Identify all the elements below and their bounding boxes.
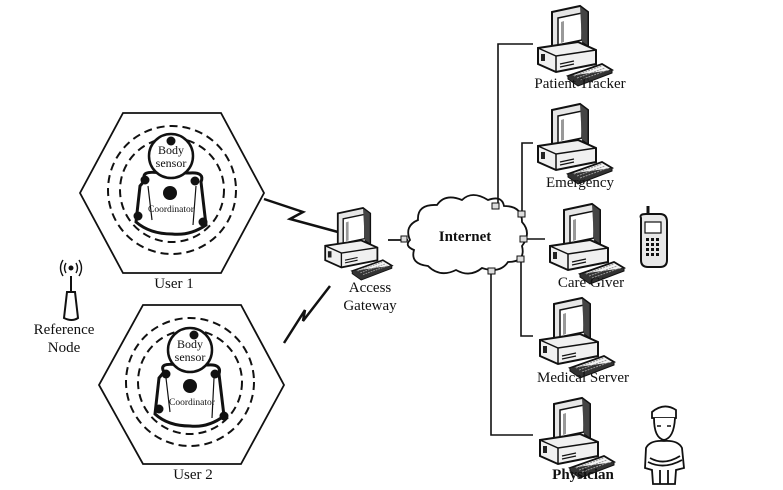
wireless-link-user-2 xyxy=(282,285,331,344)
internet-cloud-icon xyxy=(406,194,528,275)
reference-node-label-2: Node xyxy=(47,340,81,356)
gateway-computer-icon xyxy=(324,207,393,281)
user-1-zone xyxy=(78,112,266,274)
coordinator-dot xyxy=(163,186,177,200)
link-emergency xyxy=(521,142,533,211)
user-2-range-inner xyxy=(137,329,243,435)
coordinator-dot xyxy=(183,379,197,393)
link-patient-tracker xyxy=(497,43,533,203)
physician-label: Physician xyxy=(552,467,614,483)
port-icon xyxy=(400,235,408,243)
sensor-dot xyxy=(198,217,208,227)
user-1-head xyxy=(147,132,195,180)
link-physician xyxy=(490,274,533,436)
wireless-link-user-1 xyxy=(263,197,339,234)
port-icon xyxy=(487,267,496,275)
user-2-zone xyxy=(97,304,286,465)
nurse-icon xyxy=(644,405,685,485)
sensor-dot xyxy=(161,369,171,379)
port-icon xyxy=(517,210,526,218)
port-icon xyxy=(516,255,525,263)
sensor-dot xyxy=(189,330,199,340)
patient-tracker-label: Patient Tracker xyxy=(534,76,626,92)
physician-computer-icon xyxy=(539,397,615,479)
emergency-label: Emergency xyxy=(545,175,615,191)
gateway-label-1: Access xyxy=(348,280,392,296)
user-2-head xyxy=(166,326,214,374)
gateway-label-2: Gateway xyxy=(343,298,397,314)
patient-tracker-computer-icon xyxy=(537,5,613,87)
mobile-phone-icon xyxy=(639,206,668,268)
user-2-label: User 2 xyxy=(173,467,213,483)
port-icon xyxy=(491,202,500,210)
emergency-computer-icon xyxy=(537,103,613,185)
care-giver-label: Care Giver xyxy=(557,275,625,291)
link-medical-server xyxy=(520,262,533,337)
user-1-coordinator-label: Coordinator xyxy=(148,205,194,215)
user-2-coordinator-label: Coordinator xyxy=(169,398,215,408)
internet-label: Internet xyxy=(438,229,492,245)
sensor-dot xyxy=(219,411,229,421)
reference-node-label-1: Reference xyxy=(33,322,95,338)
medical-server-label: Medical Server xyxy=(536,370,630,386)
sensor-dot xyxy=(133,211,143,221)
sensor-dot xyxy=(154,404,164,414)
port-icon xyxy=(519,235,528,243)
sensor-dot xyxy=(140,175,150,185)
user-1-range-outer xyxy=(107,125,237,255)
sensor-dot xyxy=(210,369,220,379)
antenna-icon xyxy=(59,259,83,321)
sensor-dot xyxy=(166,136,176,146)
user-2-range-outer xyxy=(125,317,255,447)
sensor-dot xyxy=(190,176,200,186)
medical-server-computer-icon xyxy=(539,297,615,379)
user-1-range-inner xyxy=(119,137,225,243)
user-1-label: User 1 xyxy=(154,276,194,292)
care-giver-computer-icon xyxy=(549,203,625,285)
